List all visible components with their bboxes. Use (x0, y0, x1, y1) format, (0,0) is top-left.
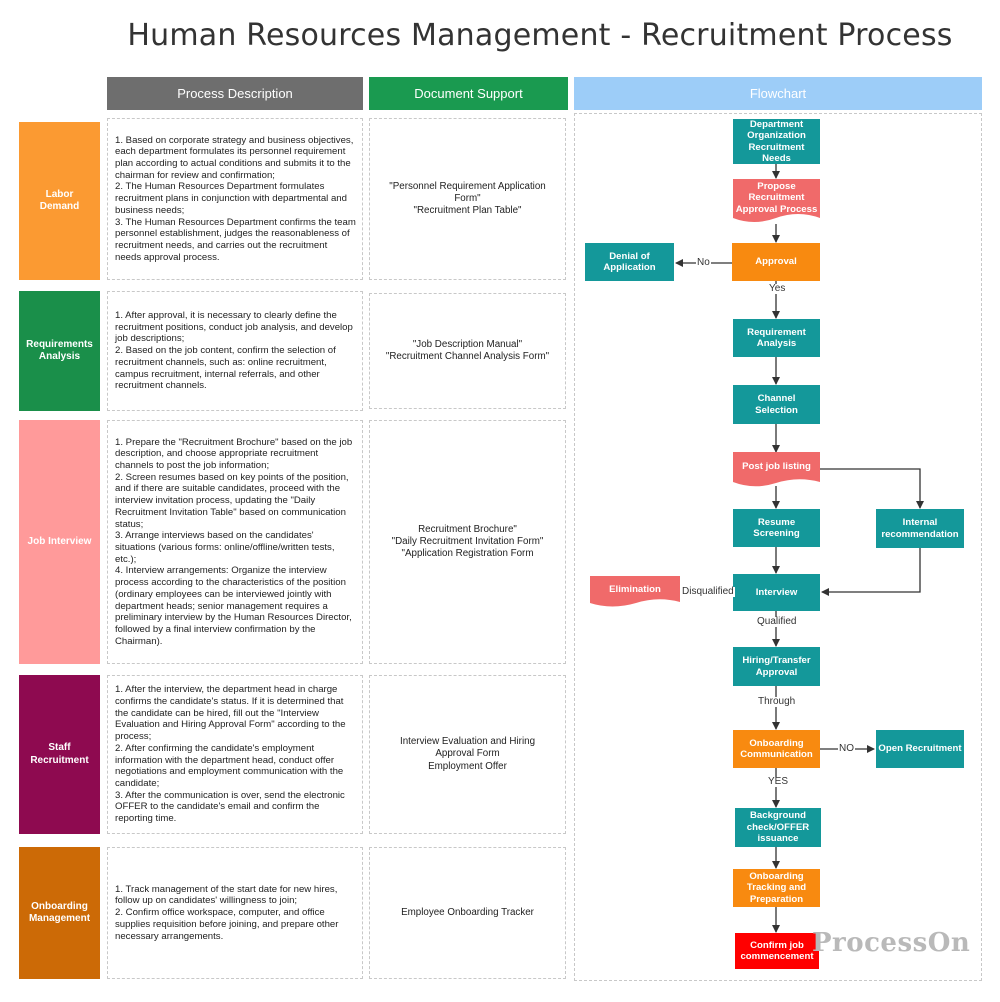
label-yes: Yes (768, 283, 787, 294)
node-denial: Denial of Application (585, 243, 674, 281)
node-interview: Interview (733, 574, 820, 611)
post-job-shape (733, 452, 820, 487)
stage-description: 1. Based on corporate strategy and busin… (107, 118, 363, 280)
processon-watermark: ProcessOn (812, 928, 971, 958)
label-qualified: Qualified (756, 616, 798, 627)
stage-description: 1. Track management of the start date fo… (107, 847, 363, 979)
node-background-check: Background check/OFFER issuance (735, 808, 821, 847)
label-through: Through (757, 696, 797, 707)
stage-description: 1. After the interview, the department h… (107, 675, 363, 834)
stage-documents: Recruitment Brochure" "Daily Recruitment… (369, 420, 566, 664)
node-internal-recommendation: Internal recommendation (876, 509, 964, 548)
node-department-needs: Department Organization Recruitment Need… (733, 119, 820, 164)
stage-labor-demand: Labor Demand (19, 122, 100, 280)
description-text: 1. After the interview, the department h… (115, 684, 346, 825)
node-confirm-job: Confirm job commencement (735, 933, 819, 969)
column-header-flowchart: Flowchart (574, 77, 982, 110)
stage-documents: "Personnel Requirement Application Form"… (369, 118, 566, 280)
documents-text: "Job Description Manual" "Recruitment Ch… (385, 338, 550, 362)
elimination-shape (590, 576, 680, 607)
stage-documents: "Job Description Manual" "Recruitment Ch… (369, 293, 566, 409)
node-propose-approval: Propose Recruitment Approval Process (735, 181, 818, 215)
stage-documents: Employee Onboarding Tracker (369, 847, 566, 979)
node-onboarding-tracking: Onboarding Tracking and Preparation (733, 869, 820, 907)
node-hiring-approval: Hiring/Transfer Approval (733, 647, 820, 686)
page-title: Human Resources Management - Recruitment… (127, 18, 953, 53)
description-text: 1. Prepare the "Recruitment Brochure" ba… (115, 436, 353, 647)
label-yes: YES (767, 776, 790, 787)
node-approval: Approval (732, 243, 820, 281)
documents-text: Interview Evaluation and Hiring Approval… (399, 736, 536, 772)
stage-documents: Interview Evaluation and Hiring Approval… (369, 675, 566, 834)
documents-text: Employee Onboarding Tracker (401, 906, 534, 918)
documents-text: Recruitment Brochure" "Daily Recruitment… (391, 523, 544, 560)
documents-text: "Personnel Requirement Application Form"… (389, 180, 546, 217)
description-text: 1. Based on corporate strategy and busin… (115, 134, 356, 263)
connector (821, 548, 921, 596)
node-elimination: Elimination (609, 584, 661, 596)
node-onboarding-communication: Onboarding Communication (733, 730, 820, 768)
stage-description: 1. After approval, it is necessary to cl… (107, 291, 363, 411)
description-text: 1. After approval, it is necessary to cl… (115, 310, 353, 392)
stage-job-interview: Job Interview (19, 420, 100, 664)
propose-shape (733, 179, 820, 222)
stage-staff-recruitment: Staff Recruitment (19, 675, 100, 834)
stage-description: 1. Prepare the "Recruitment Brochure" ba… (107, 420, 363, 664)
node-open-recruitment: Open Recruitment (876, 730, 964, 768)
node-requirement-analysis: Requirement Analysis (733, 319, 820, 357)
label-no: No (696, 257, 711, 268)
label-no: NO (838, 743, 855, 754)
node-channel-selection: Channel Selection (733, 385, 820, 424)
description-text: 1. Track management of the start date fo… (115, 883, 339, 942)
stage-onboarding-management: Onboarding Management (19, 847, 100, 979)
connector (820, 468, 924, 509)
stage-requirements-analysis: Requirements Analysis (19, 291, 100, 411)
column-header-process: Process Description (107, 77, 363, 110)
flowchart-area (574, 113, 982, 981)
node-post-job: Post job listing (742, 461, 811, 473)
node-resume-screening: Resume Screening (733, 509, 820, 547)
label-disqualified: Disqualified (681, 586, 735, 597)
column-header-docs: Document Support (369, 77, 568, 110)
